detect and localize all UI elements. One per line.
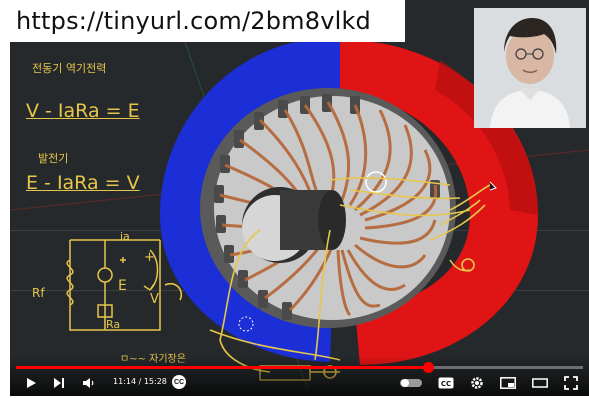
note-plus-label: +: [144, 250, 155, 265]
motor-scene: [10, 0, 589, 396]
progress-scrubber[interactable]: [422, 362, 434, 373]
note-v-label: V: [150, 292, 159, 307]
progress-bar[interactable]: [16, 362, 583, 373]
svg-text:CC: CC: [441, 380, 451, 388]
volume-icon: [83, 378, 94, 388]
url-banner[interactable]: https://tinyurl.com/2bm8vlkd: [10, 0, 405, 42]
cc-badge-label: CC: [173, 378, 185, 386]
note-motor-label: 전동기 역기전력: [32, 62, 107, 75]
note-rf-label: Rf: [32, 286, 45, 300]
progress-fill: [16, 366, 428, 369]
play-button[interactable]: [24, 375, 38, 391]
video-player[interactable]: https://tinyurl.com/2bm8vlkd 전동기 역기전력 V …: [10, 0, 589, 396]
next-button[interactable]: [52, 375, 66, 391]
time-display: 11:14 / 15:28: [113, 377, 167, 386]
fullscreen-icon: [564, 376, 578, 390]
settings-button[interactable]: [470, 375, 484, 391]
player-controls: 11:14 / 15:28 CC CC: [10, 356, 589, 396]
theater-button[interactable]: [532, 375, 548, 391]
webcam-inset: [474, 8, 586, 128]
note-ra-label: Ra: [106, 318, 121, 331]
miniplayer-button[interactable]: [500, 375, 516, 391]
play-icon: [27, 378, 36, 388]
autoplay-toggle[interactable]: [400, 375, 422, 391]
url-text[interactable]: https://tinyurl.com/2bm8vlkd: [16, 7, 371, 35]
volume-button[interactable]: [82, 375, 96, 391]
miniplayer-icon: [500, 377, 516, 389]
circuit-sketch: [66, 239, 161, 331]
settings-icon: [471, 377, 483, 389]
fullscreen-button[interactable]: [564, 375, 578, 391]
note-ia-label: ia: [120, 230, 130, 243]
note-motor-equation: V - IaRa = E: [26, 100, 140, 122]
presenter-image: [474, 8, 586, 128]
theater-icon: [532, 378, 548, 388]
note-generator-label: 발전기: [38, 152, 69, 165]
live-badge: CC: [172, 375, 186, 389]
next-icon: [54, 378, 64, 388]
subtitles-icon: CC: [438, 377, 454, 389]
autoplay-toggle-icon: [400, 379, 422, 387]
note-generator-equation: E - IaRa = V: [26, 172, 140, 194]
south-pole-magnet: [160, 39, 340, 362]
subtitles-button[interactable]: CC: [438, 375, 454, 391]
note-e-label: E: [118, 278, 127, 294]
